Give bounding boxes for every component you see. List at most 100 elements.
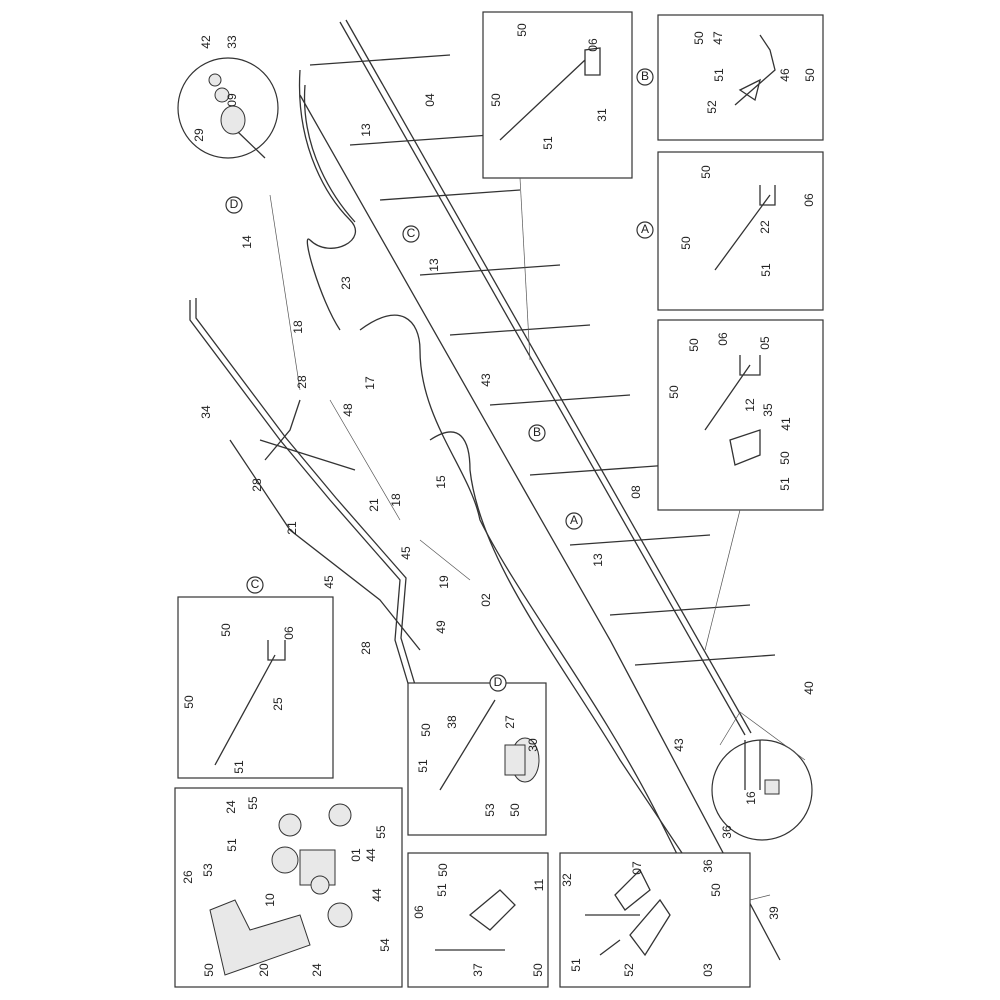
- detail-box-bracket-31: [482, 11, 633, 179]
- part-callout: 49: [434, 620, 448, 634]
- part-callout: 18: [291, 320, 305, 334]
- part-callout: 13: [591, 553, 605, 567]
- part-callout: 50: [699, 165, 713, 179]
- boom-assembly: [189, 19, 781, 961]
- part-callout: 32: [560, 873, 574, 887]
- detail-box-clamp: [559, 852, 751, 988]
- part-callout: 51: [225, 838, 239, 852]
- part-callout: 50: [489, 93, 503, 107]
- part-callout: 50: [508, 803, 522, 817]
- detail-marker-circle: [636, 221, 654, 239]
- part-callout: 31: [595, 108, 609, 122]
- part-callout: 50: [778, 451, 792, 465]
- part-callout: 24: [310, 963, 324, 977]
- part-callout: 07: [630, 861, 644, 875]
- nozzle-bar: [489, 394, 631, 406]
- part-callout: 05: [758, 336, 772, 350]
- nozzle-bar: [529, 464, 671, 476]
- part-callout: 50: [803, 68, 817, 82]
- part-callout: 50: [515, 23, 529, 37]
- detail-marker-label: C: [407, 226, 416, 240]
- part-callout: 18: [389, 493, 403, 507]
- part-callout: 04: [423, 93, 437, 107]
- part-callout: 03: [701, 963, 715, 977]
- part-callout: 15: [434, 475, 448, 489]
- part-callout: 50: [687, 338, 701, 352]
- part-callout: 06: [412, 905, 426, 919]
- part-callout: 06: [282, 626, 296, 640]
- detail-circle-tube: [711, 739, 813, 841]
- detail-marker-label: B: [533, 425, 541, 439]
- part-callout: 50: [219, 623, 233, 637]
- part-callout: 40: [802, 681, 816, 695]
- part-callout: 41: [779, 417, 793, 431]
- part-callout: 44: [364, 848, 378, 862]
- part-callout: 50: [679, 236, 693, 250]
- part-callout: 39: [767, 906, 781, 920]
- part-callout: 28: [359, 641, 373, 655]
- detail-marker-circle: [565, 512, 583, 530]
- nozzle-bar: [449, 324, 591, 336]
- nozzle-bar: [419, 264, 561, 276]
- part-callout: 50: [531, 963, 545, 977]
- detail-marker-circle: [402, 225, 420, 243]
- part-callout: 48: [341, 403, 355, 417]
- nozzle-bar: [379, 189, 521, 201]
- part-callout: 51: [435, 883, 449, 897]
- part-callout: 12: [743, 398, 757, 412]
- part-callout: 24: [224, 800, 238, 814]
- part-callout: 51: [541, 136, 555, 150]
- detail-marker-label: A: [641, 222, 649, 236]
- part-callout: 45: [399, 546, 413, 560]
- nozzle-bar: [349, 134, 491, 146]
- detail-marker-label: D: [494, 675, 503, 689]
- part-callout: 13: [427, 258, 441, 272]
- part-callout: 42: [199, 35, 213, 49]
- part-callout: 22: [758, 220, 772, 234]
- part-callout: 51: [569, 958, 583, 972]
- part-callout: 26: [181, 870, 195, 884]
- part-callout: 17: [363, 376, 377, 390]
- detail-marker-circle: [528, 424, 546, 442]
- detail-marker-label: B: [641, 69, 649, 83]
- part-callout: 34: [199, 405, 213, 419]
- detail-marker-circle: [636, 68, 654, 86]
- part-callout: 55: [374, 825, 388, 839]
- part-callout: 06: [586, 38, 600, 52]
- part-callout: 51: [712, 68, 726, 82]
- detail-marker-label: D: [230, 197, 239, 211]
- part-callout: 16: [744, 791, 758, 805]
- detail-box-C: [177, 596, 334, 779]
- part-callout: 52: [705, 100, 719, 114]
- part-callout: 50: [182, 695, 196, 709]
- part-callout: 53: [483, 803, 497, 817]
- detail-marker-label: C: [251, 577, 260, 591]
- part-callout: 19: [437, 575, 451, 589]
- part-callout: 50: [667, 385, 681, 399]
- part-callout: 44: [370, 888, 384, 902]
- detail-marker-circle: [489, 674, 507, 692]
- part-callout: 51: [759, 263, 773, 277]
- part-callout: 46: [778, 68, 792, 82]
- part-callout: 43: [479, 373, 493, 387]
- part-callout: 45: [322, 575, 336, 589]
- part-callout: 55: [246, 796, 260, 810]
- part-callout: 35: [761, 403, 775, 417]
- detail-box-bracket-11: [407, 852, 549, 988]
- part-callout: 14: [240, 235, 254, 249]
- part-callout: 36: [720, 825, 734, 839]
- nozzle-bar: [609, 604, 751, 616]
- detail-marker-circle: [246, 576, 264, 594]
- part-callout: 50: [419, 723, 433, 737]
- nozzle-bar: [634, 654, 776, 666]
- part-callout: 06: [716, 332, 730, 346]
- part-callout: 50: [202, 963, 216, 977]
- detail-box-A: [657, 151, 824, 311]
- nozzle-bar: [569, 534, 711, 546]
- part-callout: 54: [378, 938, 392, 952]
- part-callout: 21: [285, 521, 299, 535]
- part-callout: 51: [232, 760, 246, 774]
- detail-marker-circle: [225, 196, 243, 214]
- part-callout: 50: [709, 883, 723, 897]
